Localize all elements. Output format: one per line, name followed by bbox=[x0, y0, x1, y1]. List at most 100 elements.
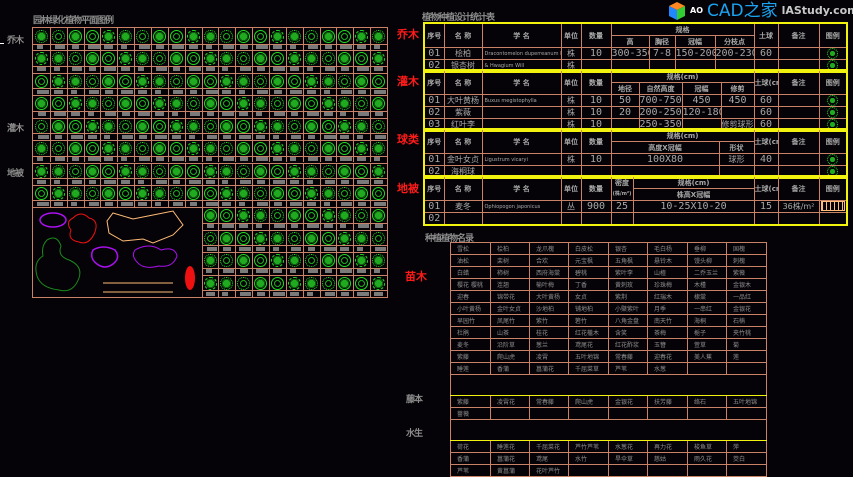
plant-symbol-icon bbox=[220, 186, 234, 200]
cell-ball: 60 bbox=[753, 94, 779, 107]
plant-name-cell: 睡莲 bbox=[450, 362, 491, 375]
plant-symbol-icon bbox=[220, 74, 234, 88]
plant-name-cell: 麦冬 bbox=[450, 338, 491, 351]
symbol-label-mark bbox=[54, 157, 66, 162]
grid-line bbox=[100, 28, 102, 51]
plant-symbol-icon bbox=[35, 74, 48, 88]
plant-name-cell: 女贞 bbox=[568, 290, 609, 303]
symbol-label-mark bbox=[273, 291, 285, 296]
watermark-cube-letters: AO bbox=[690, 6, 703, 15]
grid-line bbox=[33, 72, 387, 74]
header-sci: 学 名 bbox=[481, 128, 562, 154]
header-note: 备注 bbox=[777, 69, 820, 95]
grid-line bbox=[285, 95, 287, 118]
grid-line bbox=[252, 72, 254, 96]
plant-name-cell: 蔷薇 bbox=[450, 407, 491, 420]
grid-line bbox=[33, 88, 387, 90]
plant-symbol-icon bbox=[338, 254, 352, 268]
grid-line bbox=[83, 72, 85, 96]
grid-line bbox=[336, 72, 338, 96]
symbol-label-mark bbox=[323, 201, 330, 206]
cell-size: 100X80 bbox=[610, 153, 720, 166]
grid-line bbox=[353, 252, 355, 275]
plant-symbol-icon bbox=[287, 30, 301, 43]
plant-name-cell: 早园竹 bbox=[450, 314, 491, 327]
header-note: 备注 bbox=[777, 22, 820, 48]
symbol-label-mark bbox=[171, 45, 184, 49]
plant-symbol-icon bbox=[304, 209, 318, 223]
grid-line bbox=[201, 207, 203, 297]
grid-line bbox=[302, 184, 304, 208]
symbol-label-mark bbox=[357, 134, 364, 139]
grid-line bbox=[285, 229, 287, 253]
group-separator bbox=[450, 374, 767, 396]
grid-line bbox=[285, 162, 287, 185]
symbol-label-mark bbox=[239, 89, 246, 94]
grid-line bbox=[285, 117, 287, 141]
plant-name-cell: 樱花 樱桃 bbox=[450, 278, 491, 291]
plant-name-cell bbox=[568, 464, 609, 477]
symbol-label-mark bbox=[206, 134, 218, 139]
grid-line bbox=[302, 140, 304, 163]
grid-line bbox=[100, 95, 102, 118]
plant-symbol-icon bbox=[287, 74, 301, 88]
grid-line bbox=[134, 140, 136, 163]
grid-line bbox=[49, 140, 51, 163]
grid-line bbox=[302, 252, 304, 275]
grid-line bbox=[319, 274, 321, 297]
symbol-label-mark bbox=[289, 67, 299, 72]
grid-line bbox=[49, 95, 51, 118]
plant-symbol-icon bbox=[271, 142, 284, 156]
header-dbh: 胸径 bbox=[648, 35, 676, 48]
grid-line bbox=[83, 50, 85, 73]
plant-symbol-icon bbox=[338, 186, 352, 200]
plant-symbol-icon bbox=[220, 276, 234, 290]
grid-line bbox=[218, 140, 220, 163]
header-ball: 土球(cm) bbox=[753, 128, 779, 154]
plant-symbol-icon bbox=[237, 276, 251, 290]
plant-name-cell: 金银花 bbox=[726, 302, 767, 315]
grid-line bbox=[184, 117, 186, 141]
plant-name-cell: 扶芳藤 bbox=[647, 395, 688, 408]
grid-line bbox=[319, 72, 321, 96]
watermark-site: lAStudy.com bbox=[781, 4, 853, 17]
symbol-label-mark bbox=[290, 224, 299, 229]
cell-ball: 40 bbox=[753, 153, 779, 166]
plant-name-cell: 沿阶草 bbox=[490, 338, 530, 351]
cell-dbh: 7-8 bbox=[648, 47, 676, 60]
grid-line bbox=[151, 117, 152, 141]
plant-name-cell: 茶梅 bbox=[647, 326, 688, 339]
symbol-label-mark bbox=[53, 179, 60, 184]
plant-name-cell: 芦苇 bbox=[608, 362, 648, 375]
grid-line bbox=[302, 28, 304, 51]
grid-line bbox=[83, 117, 85, 141]
plant-name-cell: 油松 bbox=[450, 254, 491, 267]
grid-line bbox=[370, 207, 372, 230]
orange-hedge-outline bbox=[106, 210, 184, 244]
plant-name-cell bbox=[726, 362, 767, 375]
symbol-label-mark bbox=[273, 134, 279, 139]
plant-symbol-icon bbox=[51, 119, 65, 133]
plant-name-cell: 五叶地锦 bbox=[726, 395, 767, 408]
red-label-nursery: 苗木 bbox=[405, 270, 427, 283]
symbol-label-mark bbox=[340, 269, 353, 274]
grid-line bbox=[33, 117, 387, 119]
cell-size: 10-25X10-20 bbox=[632, 200, 755, 213]
cell-branch: 200-230 bbox=[714, 47, 755, 60]
grid-line bbox=[201, 245, 387, 247]
symbol-label-mark bbox=[239, 134, 252, 139]
plant-name-cell: 葱兰 bbox=[529, 338, 569, 351]
plant-symbol-icon bbox=[254, 209, 268, 223]
plant-symbol-icon bbox=[186, 119, 200, 133]
header-branch: 分枝点 bbox=[714, 35, 755, 48]
grid-line bbox=[235, 72, 237, 96]
symbol-label-mark bbox=[256, 246, 266, 251]
plant-symbol-icon bbox=[254, 231, 268, 245]
plant-symbol-icon bbox=[271, 119, 284, 133]
plant-symbol-icon bbox=[186, 30, 200, 43]
plant-name-cell: 丁香 bbox=[568, 278, 609, 291]
grid-line bbox=[269, 95, 270, 118]
symbol-label-mark bbox=[156, 179, 167, 184]
